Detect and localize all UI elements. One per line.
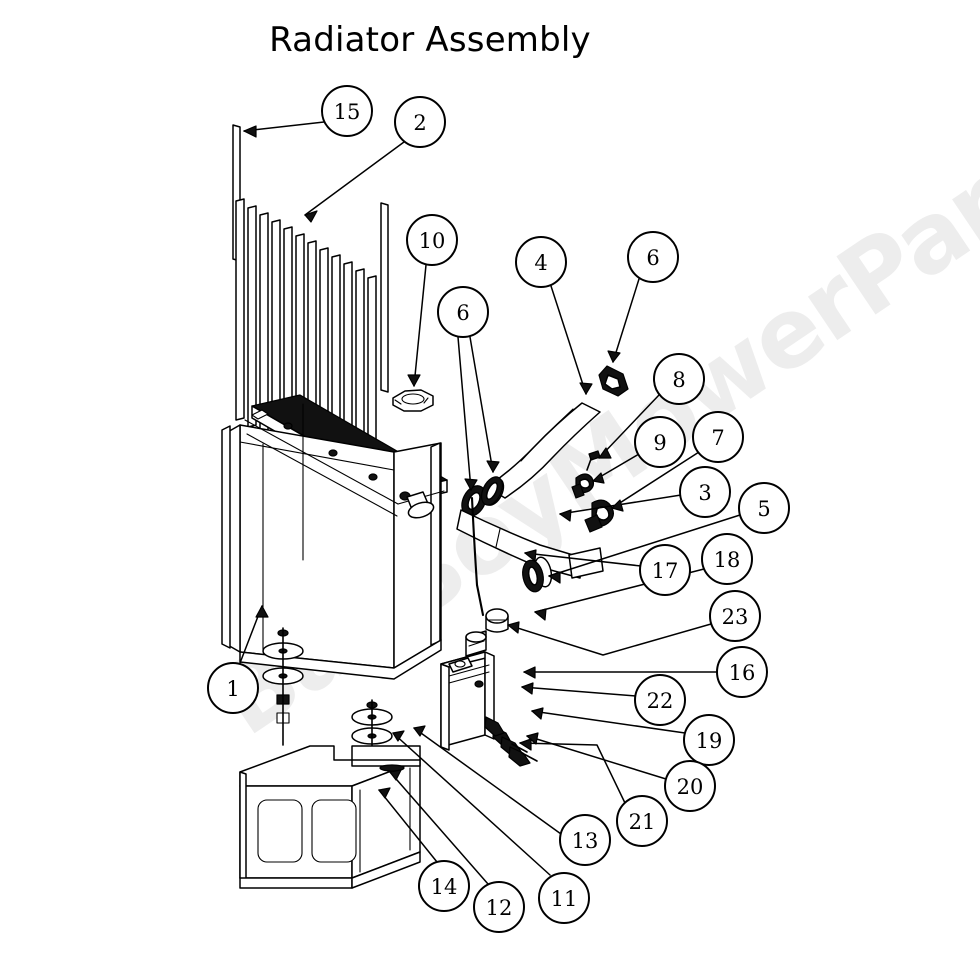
callout-label: 3 [698,481,711,505]
callout-circle[interactable] [538,872,590,924]
callout-4[interactable]: 4 [515,236,567,288]
callout-circle[interactable] [738,482,790,534]
callout-2[interactable]: 2 [394,96,446,148]
callout-19[interactable]: 19 [683,714,735,766]
callout-label: 9 [653,431,666,455]
callout-11[interactable]: 11 [538,872,590,924]
callout-circle[interactable] [559,814,611,866]
callout-label: 12 [486,896,513,920]
callout-label: 6 [646,246,659,270]
callout-1[interactable]: 1 [207,662,259,714]
callout-label: 17 [652,559,679,583]
callout-6-right[interactable]: 6 [627,231,679,283]
callout-label: 8 [672,368,685,392]
callout-17[interactable]: 17 [639,544,691,596]
callout-circle[interactable] [634,674,686,726]
callout-circle[interactable] [683,714,735,766]
part-tank-cap [485,608,509,633]
callout-21[interactable]: 21 [616,795,668,847]
callout-18[interactable]: 18 [701,533,753,585]
callout-label: 20 [677,775,704,799]
callout-label: 10 [419,229,446,253]
callout-label: 16 [729,661,756,685]
callout-circle[interactable] [664,760,716,812]
part-radiator-cap-bracket [392,389,434,412]
part-screen-rail-right [380,202,389,393]
callout-circle[interactable] [394,96,446,148]
callout-circle[interactable] [627,231,679,283]
callout-label: 14 [431,875,458,899]
callout-8[interactable]: 8 [653,353,705,405]
callout-circle[interactable] [321,85,373,137]
part-radiator-core [221,394,448,680]
part-hose-clamp-upper [461,476,504,517]
part-mount-bracket-shroud [239,745,421,889]
leader-lines [239,121,741,885]
page-title: Radiator Assembly [269,20,591,60]
callout-12[interactable]: 12 [473,881,525,933]
callout-circle[interactable] [701,533,753,585]
callout-circle[interactable] [716,646,768,698]
callout-circle[interactable] [515,236,567,288]
callout-label: 4 [534,251,547,275]
part-bracket-clip [571,473,595,499]
callout-circle[interactable] [473,881,525,933]
callout-label: 21 [629,810,656,834]
callout-22[interactable]: 22 [634,674,686,726]
callout-16[interactable]: 16 [716,646,768,698]
callout-label: 18 [714,548,741,572]
callout-9[interactable]: 9 [634,416,686,468]
callout-circle[interactable] [437,286,489,338]
callout-3[interactable]: 3 [679,466,731,518]
callout-label: 19 [696,729,723,753]
callout-label: 5 [757,497,770,521]
callout-23[interactable]: 23 [709,590,761,642]
callout-label: 11 [551,887,578,911]
callout-label: 23 [722,605,749,629]
part-fastener-group [484,716,538,767]
callout-circle[interactable] [692,411,744,463]
callout-13[interactable]: 13 [559,814,611,866]
part-overflow-hose [470,496,485,617]
callout-circle[interactable] [709,590,761,642]
callout-label: 6 [456,301,469,325]
callout-label: 1 [226,677,239,701]
callout-circle[interactable] [418,860,470,912]
callout-circle[interactable] [653,353,705,405]
callout-label: 13 [572,829,599,853]
part-overflow-tank [440,651,495,751]
callout-7[interactable]: 7 [692,411,744,463]
callout-10[interactable]: 10 [406,214,458,266]
part-hose-clamp-right [598,365,629,397]
callout-label: 7 [711,426,724,450]
callout-20[interactable]: 20 [664,760,716,812]
callout-label: 22 [647,689,674,713]
callout-5[interactable]: 5 [738,482,790,534]
part-hose-fitting [584,499,614,533]
callout-circle[interactable] [634,416,686,468]
part-tank-neck [465,630,487,657]
callout-circle[interactable] [639,544,691,596]
part-hose-clamp-lower [522,559,544,593]
part-fastener-stack-left [262,627,304,746]
callout-label: 15 [334,100,361,124]
callout-circle[interactable] [616,795,668,847]
callout-15[interactable]: 15 [321,85,373,137]
callout-label: 2 [413,111,426,135]
callout-circle[interactable] [679,466,731,518]
callout-6-left[interactable]: 6 [437,286,489,338]
callout-14[interactable]: 14 [418,860,470,912]
callout-circle[interactable] [207,662,259,714]
callout-circle[interactable] [406,214,458,266]
